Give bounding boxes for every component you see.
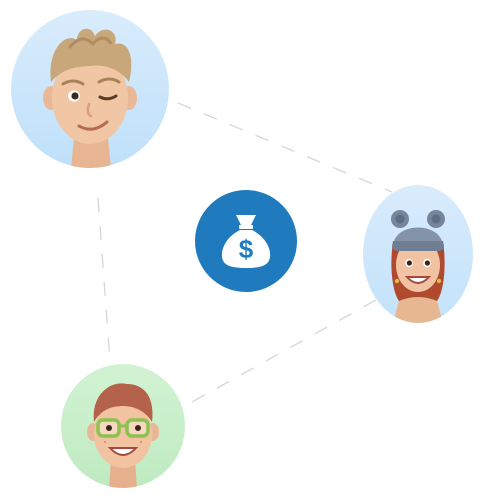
avatar-participant-3 [61,364,185,488]
memoji-boy-green-glasses-icon [61,364,185,488]
currency-symbol: $ [238,233,254,264]
link-top-to-bottom [97,197,111,363]
avatar-participant-1 [11,10,169,168]
memoji-girl-bear-hat-icon [363,185,473,323]
memoji-winking-boy-icon [11,10,169,168]
link-right-to-bottom [191,299,377,403]
money-bag-icon [221,215,271,268]
avatar-participant-2 [363,185,473,323]
link-top-to-right [177,102,393,193]
money-bag-badge: $ [195,190,297,292]
